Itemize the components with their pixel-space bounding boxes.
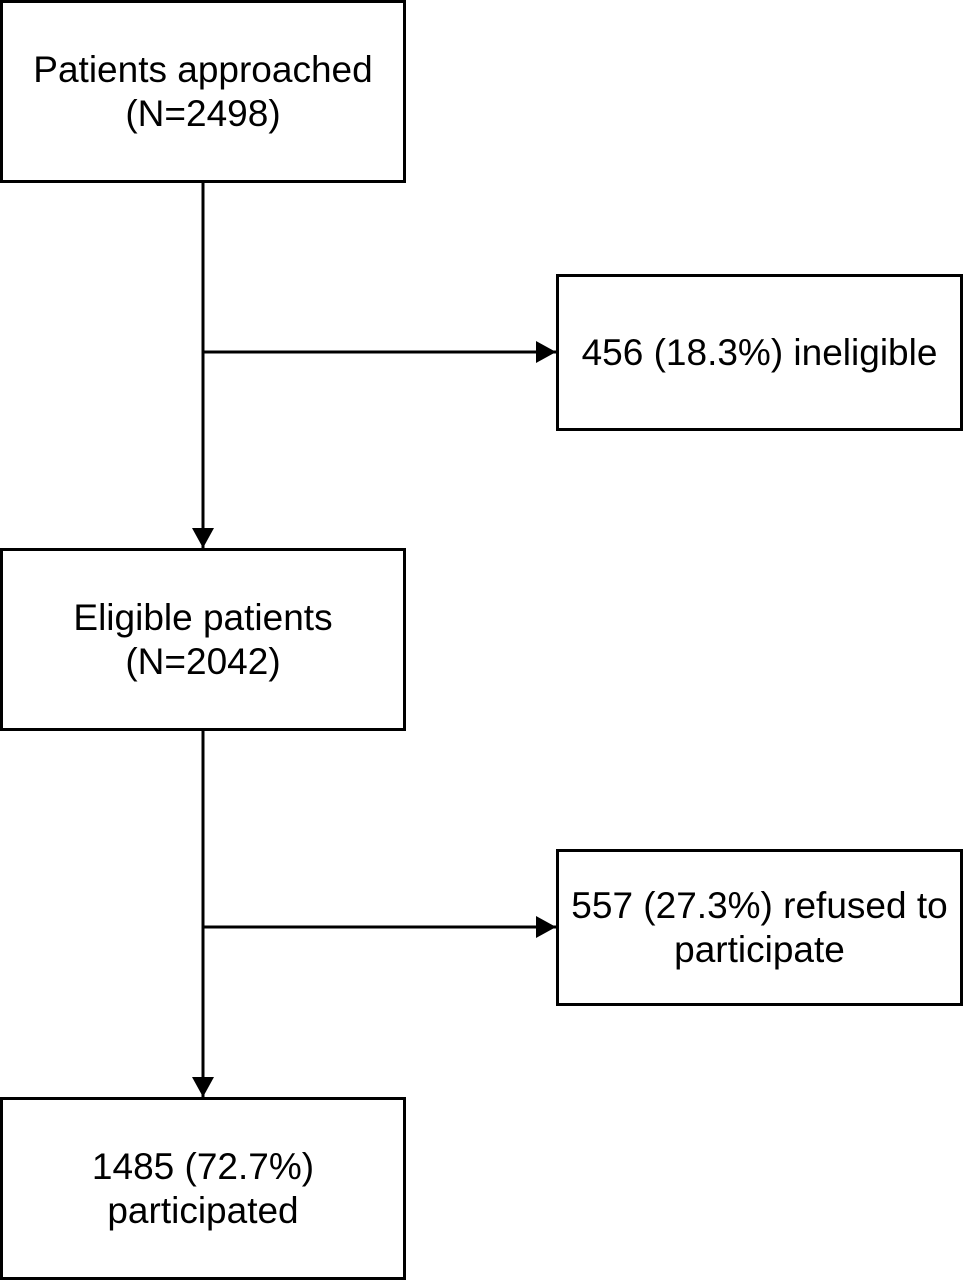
participated-count: 1485 (72.7%): [91, 1145, 315, 1187]
box-refused: 557 (27.3%) refused to participate: [556, 849, 963, 1006]
box-eligible-patients: Eligible patients (N=2042): [0, 548, 406, 731]
refused-label-line2: participate: [674, 928, 845, 970]
refused-label-line1: 557 (27.3%) refused to: [571, 884, 948, 926]
box-patients-approached: Patients approached (N=2498): [0, 0, 406, 183]
ineligible-label: 456 (18.3%) ineligible: [581, 331, 938, 373]
eligible-count: (N=2042): [125, 640, 281, 682]
approached-label: Patients approached: [33, 48, 373, 90]
approached-count: (N=2498): [125, 92, 281, 134]
eligible-label: Eligible patients: [73, 596, 333, 638]
box-participated: 1485 (72.7%) participated: [0, 1097, 406, 1280]
box-ineligible: 456 (18.3%) ineligible: [556, 274, 963, 431]
participated-label: participated: [107, 1189, 299, 1231]
